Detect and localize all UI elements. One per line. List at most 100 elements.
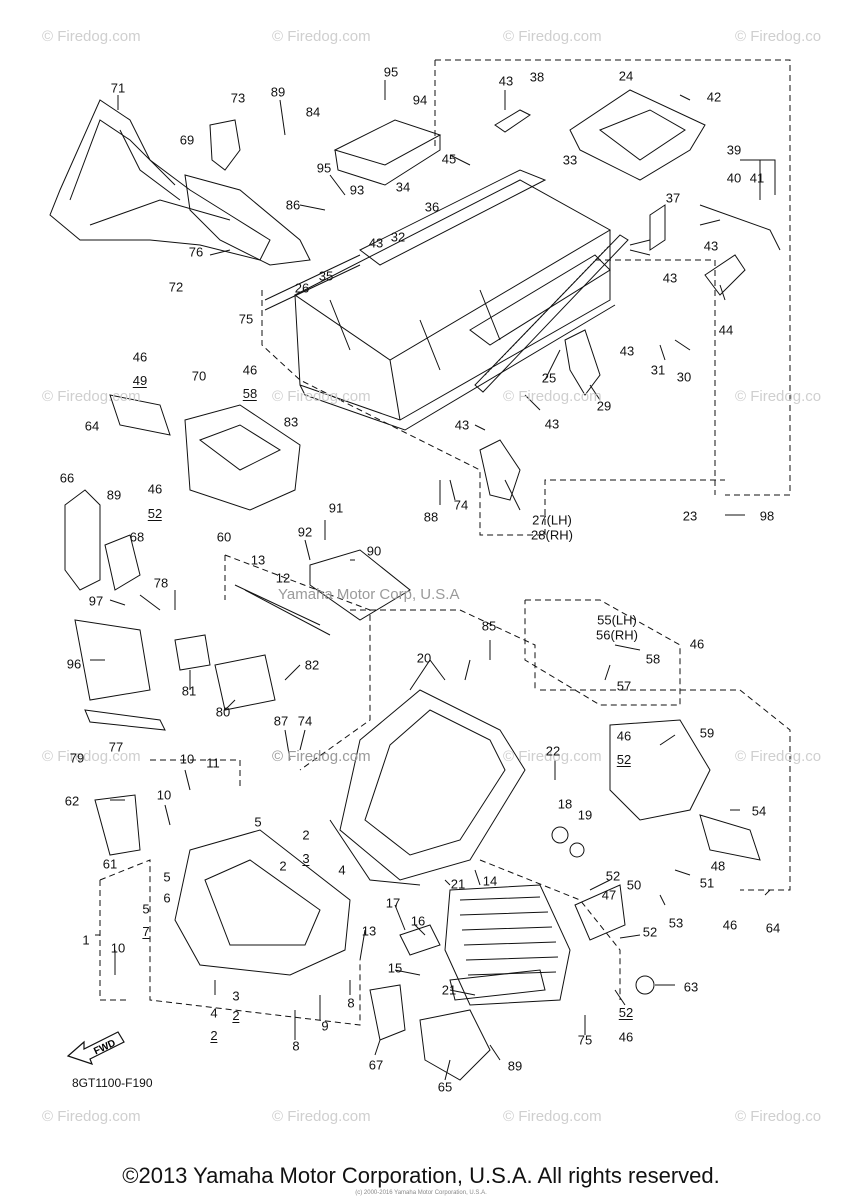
part-callout: 43 bbox=[703, 238, 719, 254]
part-callout: 49 bbox=[132, 373, 148, 388]
part-callout: 2 bbox=[302, 827, 310, 843]
part-callout: 10 bbox=[179, 751, 195, 767]
part-callout: 3 bbox=[302, 851, 310, 866]
watermark: © Firedog.com bbox=[272, 388, 371, 405]
part-callout: 3 bbox=[232, 988, 240, 1004]
diagram-code: 8GT1100-F190 bbox=[72, 1076, 153, 1090]
part-callout: 55(LH) bbox=[597, 612, 637, 628]
watermark: © Firedog.com bbox=[503, 748, 602, 765]
part-callout: 77 bbox=[108, 739, 124, 755]
part-callout: 74 bbox=[453, 497, 469, 513]
watermark: © Firedog.com bbox=[503, 388, 602, 405]
part-callout: 82 bbox=[304, 657, 320, 673]
part-callout: 62 bbox=[64, 793, 80, 809]
part-callout: 89 bbox=[106, 487, 122, 503]
part-callout: 32 bbox=[390, 229, 406, 245]
part-callout: 5 bbox=[142, 901, 150, 917]
part-callout: 25 bbox=[541, 370, 557, 386]
watermark: © Firedog.com bbox=[42, 388, 141, 405]
part-callout: 86 bbox=[285, 197, 301, 213]
part-callout: 30 bbox=[676, 369, 692, 385]
part-callout: 46 bbox=[689, 636, 705, 652]
part-callout: 7 bbox=[142, 924, 150, 939]
part-callout: 94 bbox=[412, 92, 428, 108]
part-callout: 63 bbox=[683, 979, 699, 995]
part-callout: 84 bbox=[305, 104, 321, 120]
part-callout: 76 bbox=[188, 244, 204, 260]
part-callout: 5 bbox=[163, 869, 171, 885]
part-callout: 59 bbox=[699, 725, 715, 741]
part-callout: 91 bbox=[328, 500, 344, 516]
part-callout: 24 bbox=[618, 68, 634, 84]
part-callout: 75 bbox=[238, 311, 254, 327]
part-callout: 38 bbox=[529, 69, 545, 85]
part-callout: 9 bbox=[321, 1018, 329, 1034]
part-callout: 21 bbox=[441, 982, 457, 998]
part-callout: 73 bbox=[230, 90, 246, 106]
part-callout: 53 bbox=[668, 915, 684, 931]
part-callout: 98 bbox=[759, 508, 775, 524]
watermark: © Firedog.com bbox=[503, 1108, 602, 1125]
part-callout: 14 bbox=[482, 873, 498, 889]
part-callout: 42 bbox=[706, 89, 722, 105]
part-callout: 60 bbox=[216, 529, 232, 545]
part-callout: 88 bbox=[423, 509, 439, 525]
part-callout: 10 bbox=[156, 787, 172, 803]
part-callout: 70 bbox=[191, 368, 207, 384]
part-callout: 51 bbox=[699, 875, 715, 891]
part-callout: 21 bbox=[450, 876, 466, 892]
part-callout: 81 bbox=[181, 683, 197, 699]
part-callout: 50 bbox=[626, 877, 642, 893]
part-callout: 43 bbox=[454, 417, 470, 433]
part-callout: 4 bbox=[210, 1005, 218, 1021]
part-callout: 43 bbox=[544, 416, 560, 432]
part-callout: 8 bbox=[347, 995, 355, 1011]
part-callout: 13 bbox=[250, 552, 266, 568]
watermark: © Firedog.co bbox=[735, 1108, 822, 1125]
part-callout: 71 bbox=[110, 80, 126, 96]
part-callout: 75 bbox=[577, 1032, 593, 1048]
part-callout: 89 bbox=[507, 1058, 523, 1074]
part-callout: 68 bbox=[129, 529, 145, 545]
part-callout: 69 bbox=[179, 132, 195, 148]
part-callout: 46 bbox=[147, 481, 163, 497]
part-callout: 39 bbox=[726, 142, 742, 158]
part-callout: 67 bbox=[368, 1057, 384, 1073]
part-callout: 33 bbox=[562, 152, 578, 168]
fwd-arrow-icon: FWD bbox=[66, 1031, 125, 1065]
part-callout: 29 bbox=[596, 398, 612, 414]
part-callout: 18 bbox=[557, 796, 573, 812]
part-callout: 47 bbox=[601, 887, 617, 903]
part-callout: 79 bbox=[69, 750, 85, 766]
part-callout: 28(RH) bbox=[531, 527, 573, 543]
part-callout: 43 bbox=[662, 270, 678, 286]
watermark: © Firedog.com bbox=[272, 28, 371, 45]
watermark: © Firedog.co bbox=[735, 388, 822, 405]
part-callout: 52 bbox=[605, 868, 621, 884]
part-callout: 4 bbox=[338, 862, 346, 878]
part-callout: 85 bbox=[481, 618, 497, 634]
part-callout: 96 bbox=[66, 656, 82, 672]
part-callout: 66 bbox=[59, 470, 75, 486]
part-callout: 31 bbox=[650, 362, 666, 378]
part-callout: 64 bbox=[84, 418, 100, 434]
part-callout: 45 bbox=[441, 151, 457, 167]
part-callout: 1 bbox=[82, 932, 90, 948]
part-callout: 52 bbox=[616, 752, 632, 767]
part-callout: 95 bbox=[383, 64, 399, 80]
part-callout: 80 bbox=[215, 704, 231, 720]
part-callout: 6 bbox=[163, 890, 171, 906]
part-callout: 46 bbox=[722, 917, 738, 933]
fwd-label: FWD bbox=[92, 1038, 117, 1058]
part-callout: 22 bbox=[545, 743, 561, 759]
part-callout: 2 bbox=[210, 1028, 218, 1043]
part-callout: 27(LH) bbox=[532, 512, 572, 528]
watermark: © Firedog.com bbox=[272, 748, 371, 765]
part-callout: 19 bbox=[577, 807, 593, 823]
part-callout: 8 bbox=[292, 1038, 300, 1054]
watermark: © Firedog.co bbox=[735, 28, 822, 45]
part-callout: 93 bbox=[349, 182, 365, 198]
part-callout: 48 bbox=[710, 858, 726, 874]
part-callout: 35 bbox=[318, 268, 334, 284]
part-callout: 89 bbox=[270, 84, 286, 100]
